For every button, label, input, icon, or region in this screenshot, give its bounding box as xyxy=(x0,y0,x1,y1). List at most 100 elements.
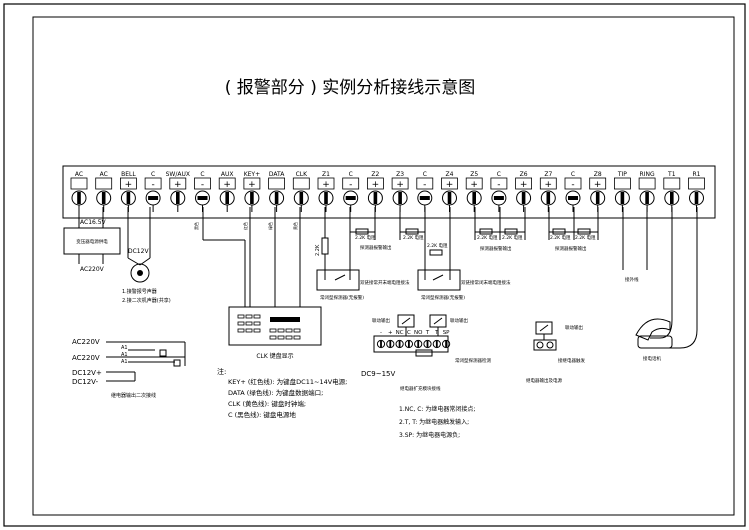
z1-desc: 双链接常开末端电阻接法 xyxy=(360,279,410,286)
ac-wiring-ac1: AC220V xyxy=(72,338,100,346)
resistor-z1 xyxy=(321,237,329,255)
relay-terminal-label: NO xyxy=(414,330,423,336)
resistor-z5 xyxy=(479,228,493,235)
terminal-23: TIP xyxy=(614,171,631,212)
zone-z3-wiring: 2.2K 电阻 xyxy=(399,207,425,241)
terminal-sign-box xyxy=(539,177,557,190)
terminal-22: Z8+ xyxy=(589,171,607,212)
z5-note: 探测器报警输出 xyxy=(480,245,512,252)
notes-line-2: DATA (绿色线): 为键盘数据端口; xyxy=(228,388,323,397)
terminal-sign: + xyxy=(372,180,380,190)
terminal-20: Z7+ xyxy=(539,171,557,212)
terminal-2: AC xyxy=(95,171,113,212)
terminal-8: KEY++ xyxy=(243,171,261,212)
terminal-label: C xyxy=(497,171,501,178)
terminal-9: DATA xyxy=(268,171,285,212)
terminal-sign-box xyxy=(169,177,187,190)
terminal-25: T1 xyxy=(663,171,681,212)
terminal-sign-box xyxy=(70,177,88,190)
terminal-label: KEY+ xyxy=(244,171,260,178)
terminal-10: CLK xyxy=(292,171,310,212)
resistor-z7-label: 2.2K 电阻 xyxy=(550,234,571,241)
resistor-z3-label: 2.2K 电阻 xyxy=(403,234,424,241)
resistor-z2 xyxy=(355,228,369,235)
wire-label-clk: 黄色 xyxy=(292,222,298,230)
resistor-z3 xyxy=(405,228,419,235)
relay-module-block xyxy=(373,335,449,353)
terminal-label: C xyxy=(423,171,427,178)
terminal-13: Z2+ xyxy=(366,171,384,212)
resistor-z7 xyxy=(552,228,566,235)
wire-label-key: 红色 xyxy=(242,222,248,230)
terminal-sign: + xyxy=(322,180,330,190)
terminal-12: C- xyxy=(342,171,360,212)
terminal-sign: - xyxy=(201,180,204,190)
relay-terminal-screw-icon xyxy=(376,339,386,349)
power-section: AC16.5V 变压器电源供电 AC220V xyxy=(63,207,121,273)
terminal-sign-box xyxy=(342,177,360,190)
relay-note-right: 常闭型探测器检测 xyxy=(455,357,491,364)
terminal-label: DATA xyxy=(269,171,285,178)
keypad-device xyxy=(228,306,322,346)
terminal-sign-box xyxy=(688,177,705,190)
relay-terminal-label: + xyxy=(388,330,393,336)
siren-dc-label: DC12V xyxy=(128,248,149,255)
relay-terminal-label: T xyxy=(434,330,439,336)
relay-note-3: 3.SP: 为继电器电源负; xyxy=(399,431,460,439)
terminal-sign-box xyxy=(589,177,607,190)
terminal-sign: - xyxy=(423,180,426,190)
terminal-sign: - xyxy=(151,180,154,190)
terminal-17: Z5+ xyxy=(465,171,483,212)
small-relay-label: 联动输出 xyxy=(565,324,583,331)
terminal-sign-box xyxy=(465,177,483,190)
terminal-sign: - xyxy=(497,180,500,190)
telephone-section: 接外线 接电话机 xyxy=(622,207,698,362)
siren-section: DC12V 1.接警报号声器 2.接二次机声器(共享) xyxy=(122,207,171,304)
relay-terminal-screw-icon xyxy=(414,339,423,349)
relay-terminal-label: C xyxy=(407,330,411,336)
relay-terminal-label: T xyxy=(425,330,430,336)
terminal-sign-box xyxy=(441,177,458,190)
resistor-z4-label: 2.2K 电阻 xyxy=(427,242,448,249)
terminal-3: BELL+ xyxy=(120,171,137,212)
terminal-sign: + xyxy=(223,180,231,190)
terminal-sign-box xyxy=(194,177,211,190)
terminal-label: SW/AUX xyxy=(166,171,190,178)
wire-label-c: 黑色 xyxy=(193,222,199,230)
terminal-sign-box xyxy=(564,177,582,190)
zone-z5-z6-wiring: 2.2K 电阻 2.2K 电阻 探测器报警输出 xyxy=(474,207,526,252)
relay-terminal-screw-icon xyxy=(442,339,451,349)
power-ac-bottom: AC220V xyxy=(80,266,105,273)
resistor-z8-label: 2.2K 电阻 xyxy=(575,234,596,241)
terminal-label: CLK xyxy=(296,171,309,178)
terminal-sign-box xyxy=(218,177,236,190)
zone-z2-wiring: 2.2K 电阻 探测器报警输出 xyxy=(350,207,392,251)
terminal-15: C- xyxy=(416,171,434,212)
terminal-sign-box xyxy=(638,177,656,190)
wire-label-data: 绿色 xyxy=(267,222,273,230)
z7-note: 探测器报警输出 xyxy=(555,245,587,252)
terminal-11: Z1+ xyxy=(317,171,335,212)
terminal-label: Z8 xyxy=(594,171,602,178)
terminal-5: SW/AUX+ xyxy=(166,171,190,212)
terminal-sign-box xyxy=(515,177,532,190)
terminal-label: RING xyxy=(640,171,655,178)
resistor-z2-label: 2.2K 电阻 xyxy=(355,234,376,241)
keypad-section: 黑色 红色 绿色 黄色 CLK 键盘显示 xyxy=(193,207,322,360)
terminal-sign: + xyxy=(545,180,553,190)
ac-wiring-a1: A1 xyxy=(121,345,128,351)
keypad-keys xyxy=(237,314,301,340)
terminal-21: C- xyxy=(564,171,582,212)
terminal-label: R1 xyxy=(693,171,701,178)
terminal-7: AUX+ xyxy=(218,171,236,212)
terminal-sign-box xyxy=(144,177,162,190)
terminal-sign: + xyxy=(446,180,454,190)
zone-z7-z8-wiring: 2.2K 电阻 2.2K 电阻 探测器报警输出 xyxy=(548,207,599,252)
ac-wiring-a2: A1 xyxy=(121,352,128,358)
terminal-sign: - xyxy=(571,180,574,190)
telephone-icon xyxy=(635,318,673,349)
relay-caption: 继电器扩充模块接线 xyxy=(400,385,441,392)
relay-terminal-label: - xyxy=(380,330,382,336)
